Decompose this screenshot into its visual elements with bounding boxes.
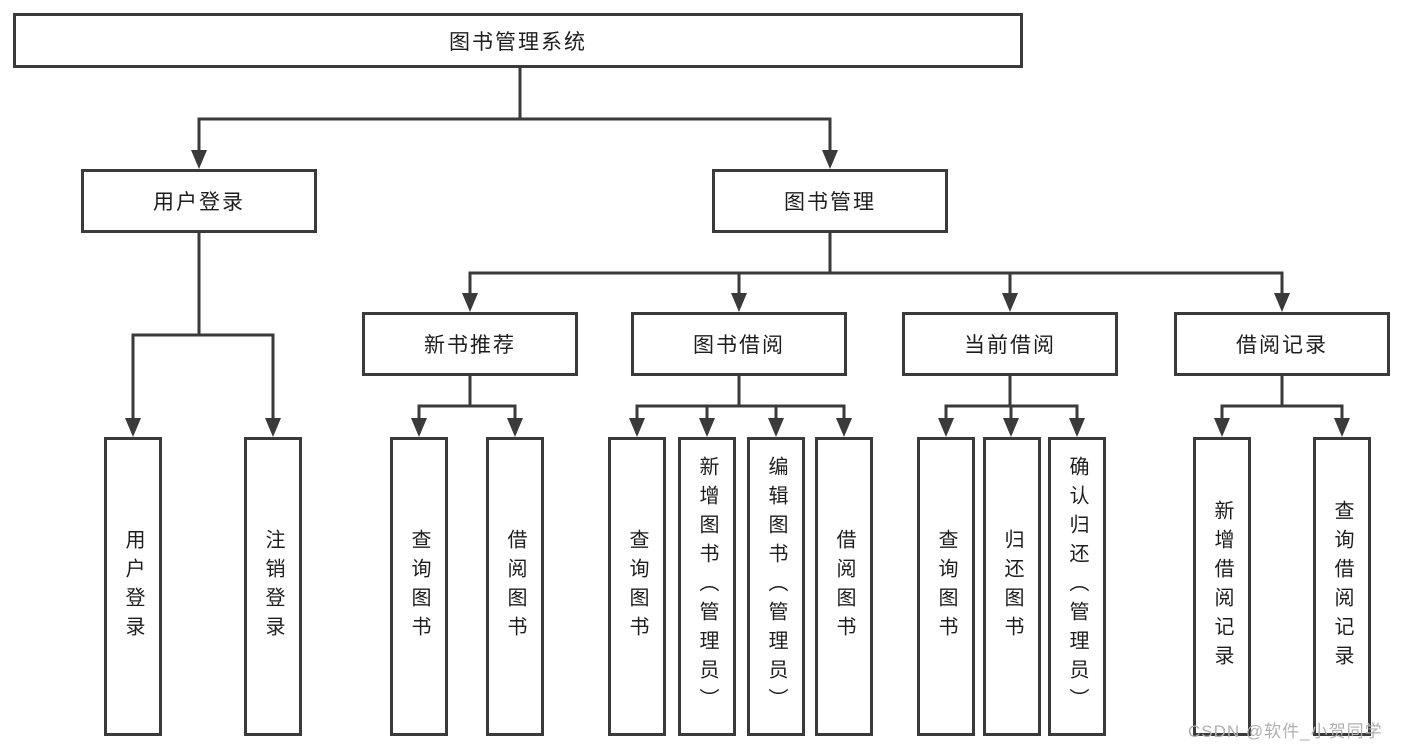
leaf-borrow-books-2: 借阅图书: [815, 437, 873, 736]
node-user-login: 用户登录: [81, 169, 317, 233]
node-book-borrowing: 图书借阅: [631, 312, 847, 376]
leaf-logout: 注销登录: [244, 437, 302, 736]
node-label: 查询借阅记录: [1331, 499, 1353, 674]
node-label: 编辑图书（管理员）: [765, 456, 787, 717]
node-label: 查询图书: [935, 528, 957, 645]
node-borrowing-records: 借阅记录: [1174, 312, 1390, 376]
node-label: 图书借阅: [693, 334, 785, 357]
leaf-query-books-1: 查询图书: [390, 437, 448, 736]
connector-currentborrow-to-leaves: [944, 373, 1079, 422]
node-label: 用户登录: [122, 528, 144, 645]
leaf-edit-books-admin: 编辑图书（管理员）: [747, 437, 805, 736]
leaf-user-login: 用户登录: [104, 437, 162, 736]
leaf-query-borrow-record: 查询借阅记录: [1313, 437, 1371, 736]
leaf-add-books-admin: 新增图书（管理员）: [678, 437, 736, 736]
node-new-book-recommend: 新书推荐: [362, 312, 578, 376]
node-system-root: 图书管理系统: [13, 13, 1023, 68]
node-book-management: 图书管理: [712, 169, 948, 233]
node-current-borrowing: 当前借阅: [902, 312, 1118, 376]
csdn-watermark: CSDN @软件_小贺同学: [1188, 722, 1383, 741]
arrowheads: [125, 150, 1350, 437]
node-label: 查询图书: [626, 528, 648, 645]
node-label: 图书管理: [784, 191, 876, 214]
node-label: 借阅记录: [1236, 334, 1328, 357]
connector-bookborrow-to-leaves: [635, 373, 846, 422]
node-label: 新增借阅记录: [1211, 499, 1233, 674]
leaf-return-books: 归还图书: [983, 437, 1041, 736]
node-label: 确认归还（管理员）: [1066, 456, 1088, 717]
connector-newbooks-to-leaves: [417, 373, 517, 422]
node-label: 借阅图书: [833, 528, 855, 645]
node-label: 当前借阅: [964, 334, 1056, 357]
node-label: 查询图书: [408, 528, 430, 645]
connector-root-to-level2: [197, 66, 832, 154]
leaf-query-books-2: 查询图书: [608, 437, 666, 736]
node-label: 新书推荐: [424, 334, 516, 357]
node-label: 借阅图书: [504, 528, 526, 645]
connector-bookmgmt-to-level3: [468, 231, 1284, 297]
connector-userlogin-to-leaves: [131, 231, 275, 422]
leaf-query-books-3: 查询图书: [917, 437, 975, 736]
leaf-borrow-books-1: 借阅图书: [486, 437, 544, 736]
node-label: 用户登录: [153, 191, 245, 214]
node-label: 归还图书: [1001, 528, 1023, 645]
node-label: 新增图书（管理员）: [696, 456, 718, 717]
connector-records-to-leaves: [1220, 373, 1344, 422]
node-label: 图书管理系统: [449, 30, 587, 54]
leaf-confirm-return-admin: 确认归还（管理员）: [1048, 437, 1106, 736]
node-label: 注销登录: [262, 528, 284, 645]
leaf-add-borrow-record: 新增借阅记录: [1193, 437, 1251, 736]
